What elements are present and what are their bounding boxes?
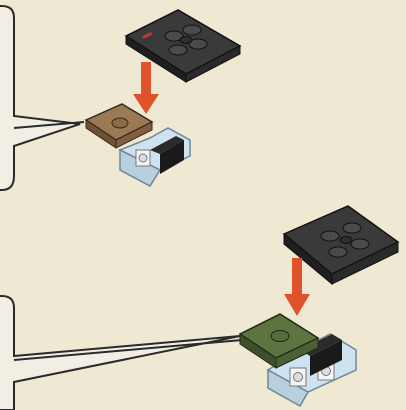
- callout-bottom: [0, 295, 243, 410]
- callout-bottom-bubble: [0, 295, 241, 410]
- callout-top-bubble: [0, 5, 81, 191]
- callout-bottom-pointer-line: [13, 339, 243, 361]
- green-tile-icon: [238, 313, 320, 369]
- down-arrow-icon: [133, 62, 159, 114]
- black-plate-icon: [124, 9, 242, 83]
- bracket-icon: [118, 127, 191, 187]
- brown-tile-icon: [84, 103, 154, 149]
- callout-top: [0, 5, 85, 191]
- down-arrow-bottom-icon: [284, 258, 310, 316]
- callout-top-pointer-line: [13, 121, 85, 129]
- black-plate-bottom-icon: [282, 205, 400, 286]
